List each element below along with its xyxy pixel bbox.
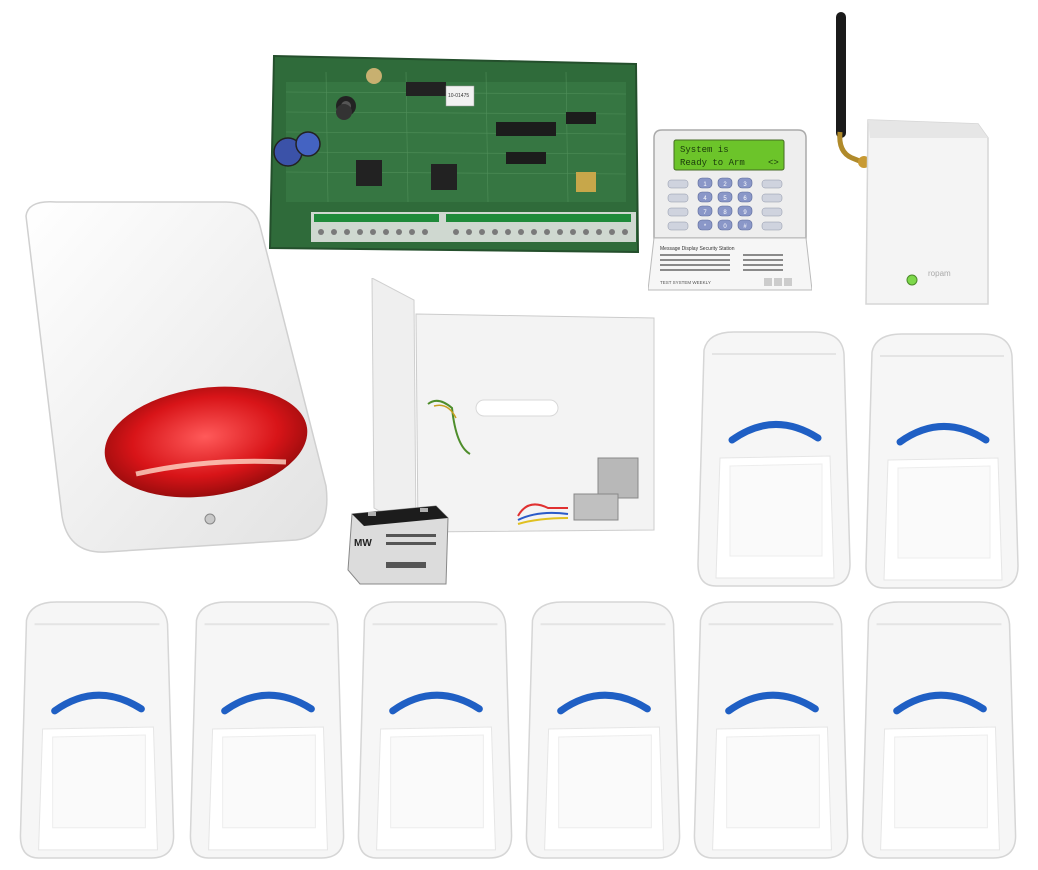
key-0: 0 <box>723 224 727 230</box>
pir-detector <box>16 598 176 862</box>
gsm-brand: ropam <box>928 269 951 278</box>
pir-detector <box>862 330 1020 592</box>
key-2: 2 <box>723 182 727 188</box>
key-7: 7 <box>703 210 707 216</box>
battery-brand: MW <box>354 538 372 549</box>
key-3: 3 <box>743 182 747 188</box>
chip-label: 10-01475 <box>448 93 469 99</box>
key-5: 5 <box>723 196 727 202</box>
key-star: * <box>704 224 707 230</box>
gsm-module: ropam <box>828 12 990 308</box>
pir-detector <box>694 328 852 590</box>
pir-detector <box>354 598 514 862</box>
pir-detector <box>522 598 682 862</box>
key-1: 1 <box>703 182 707 188</box>
key-4: 4 <box>703 196 707 202</box>
lcd-keypad: System is Ready to Arm <> 1 2 3 4 5 6 7 … <box>648 128 812 294</box>
lcd-arrows: <> <box>768 158 779 168</box>
keypad-footer: TEST SYSTEM WEEKLY <box>660 280 711 285</box>
keypad-heading: Message Display Security Station <box>660 246 735 252</box>
key-6: 6 <box>743 196 747 202</box>
pir-detector <box>858 598 1018 862</box>
control-panel-pcb: 10-01475 <box>266 52 642 260</box>
lcd-line-2: Ready to Arm <box>680 158 745 168</box>
outdoor-siren <box>6 196 332 556</box>
pir-detector <box>690 598 850 862</box>
key-9: 9 <box>743 210 747 216</box>
pir-detector <box>186 598 346 862</box>
metal-enclosure <box>368 278 658 534</box>
key-8: 8 <box>723 210 727 216</box>
key-hash: # <box>743 224 747 230</box>
lcd-line-1: System is <box>680 145 729 155</box>
backup-battery: MW <box>346 504 450 586</box>
